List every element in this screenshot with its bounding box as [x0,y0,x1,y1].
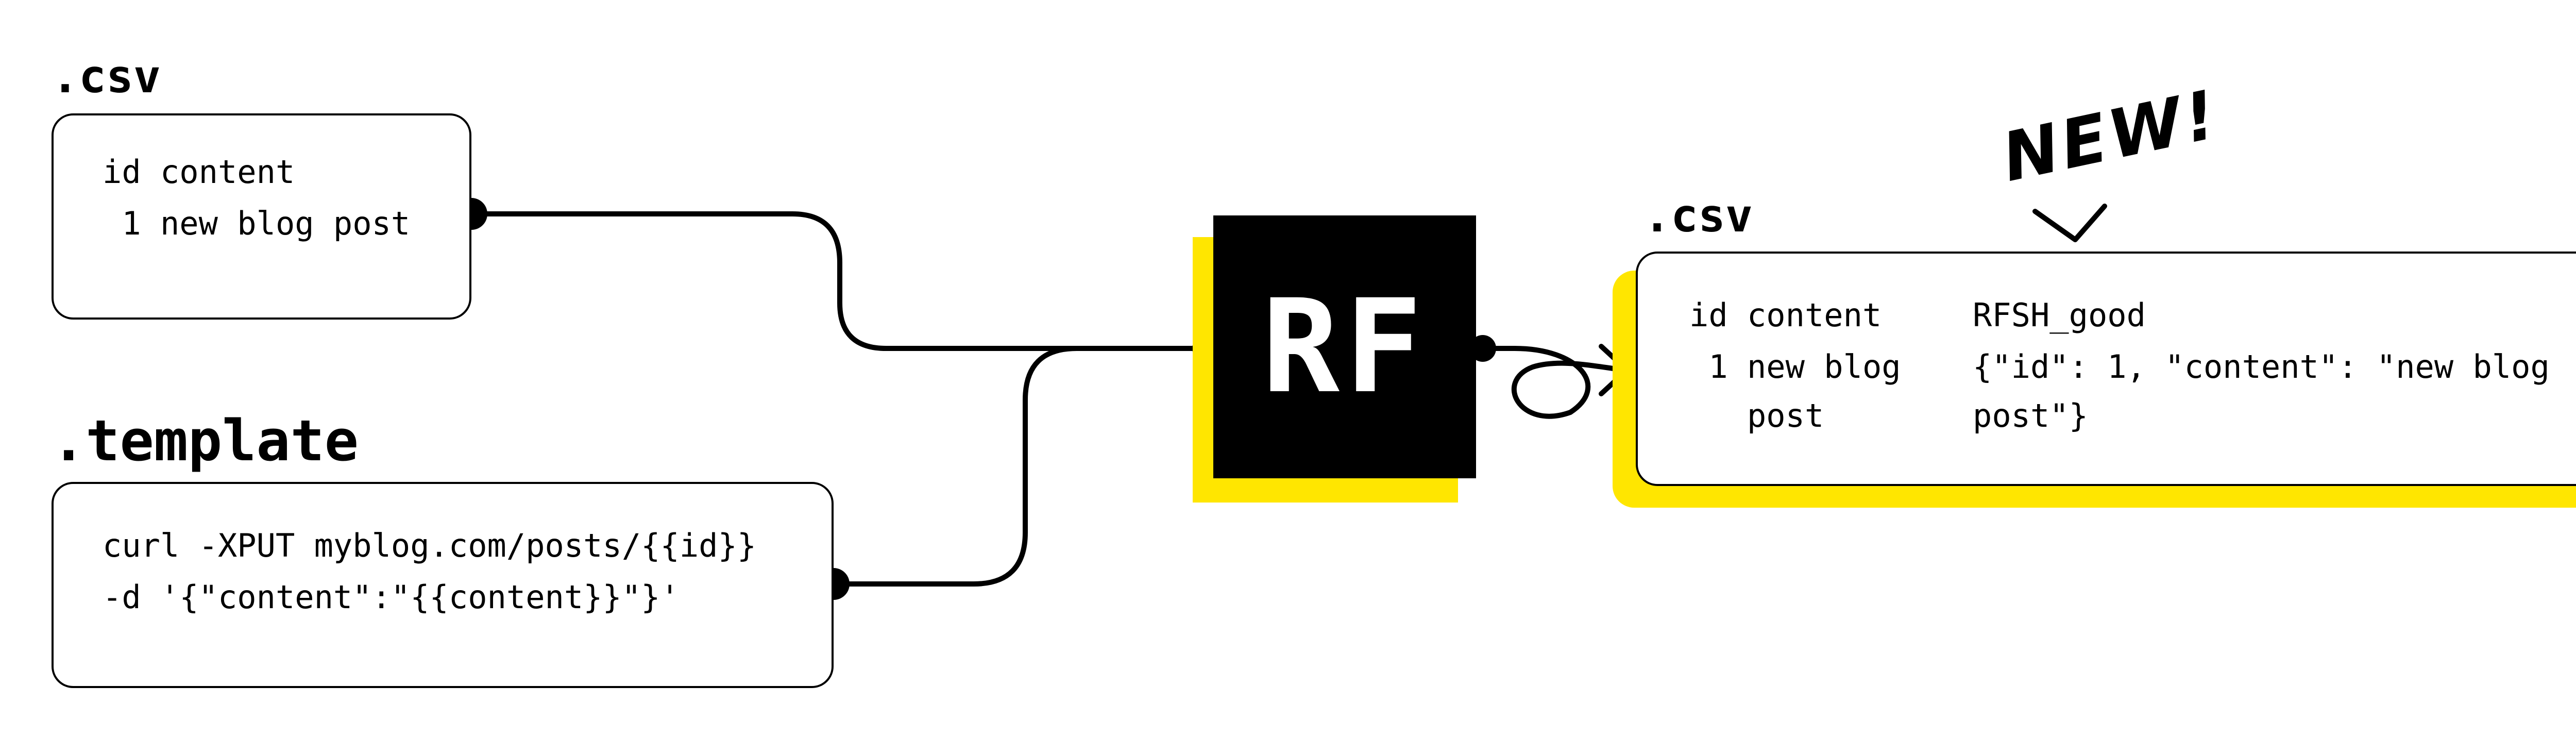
output-csv-heading: .csv [1643,189,1753,242]
output-col1-row1: 1 new blog [1689,348,1901,386]
input-template-box: curl -XPUT myblog.com/posts/{{id}} -d '{… [52,482,834,688]
new-pointer-icon [2032,204,2107,242]
output-col2-row1: {"id": 1, "content": "new blog [1973,348,2550,386]
output-csv-box: id content 1 new blog post RFSH_good {"i… [1636,252,2576,486]
input-csv-heading: .csv [52,50,161,103]
template-line-1: curl -XPUT myblog.com/posts/{{id}} [103,527,757,564]
output-col1-row2: post [1689,397,1824,434]
output-col2-header: RFSH_good [1973,296,2146,334]
wire-csv-to-rf [469,211,1211,351]
template-line-2: -d '{"content":"{{content}}"}' [103,578,680,616]
wire-rf-to-output [1480,346,1628,419]
port-rf-output-dot-icon [1469,335,1496,362]
input-csv-box: id content 1 new blog post [52,113,471,320]
rf-label: RF [1262,272,1428,422]
input-csv-data-row: 1 new blog post [103,205,411,242]
rf-processor-block: RF [1213,215,1476,478]
input-template-heading: .template [52,408,359,474]
output-col1-header: id content [1689,296,1882,334]
output-col2-row2: post"} [1973,397,2088,434]
input-csv-header-row: id content [103,153,295,191]
wire-template-to-rf [831,346,1211,587]
